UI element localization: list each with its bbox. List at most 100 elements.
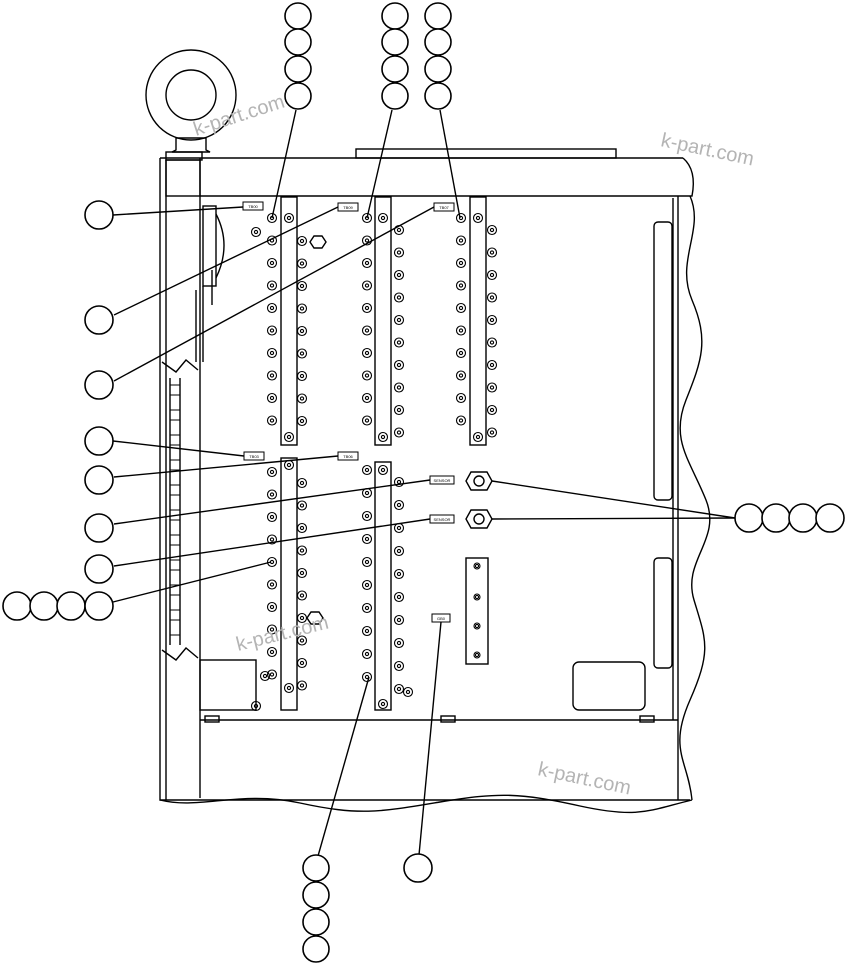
- terminal-screw: [296, 522, 308, 534]
- terminal-screw-core: [299, 593, 305, 598]
- terminal-screw: [393, 637, 405, 649]
- terminal-screw: [361, 533, 373, 545]
- terminal-screw-core: [458, 395, 464, 401]
- terminal-screw-core: [396, 663, 402, 669]
- terminal-screw: [393, 568, 405, 580]
- terminal-screw-core: [474, 594, 480, 600]
- terminal-screw-core: [269, 627, 275, 632]
- terminal-screw-core: [253, 229, 259, 235]
- terminal-screw: [361, 648, 373, 660]
- terminal-screw-core: [380, 467, 386, 473]
- terminal-screw: [486, 337, 498, 348]
- tag-label: TB06: [343, 454, 353, 459]
- terminal-screw: [283, 459, 295, 471]
- terminal-screw: [361, 415, 373, 426]
- terminal-screw: [296, 500, 308, 511]
- terminal-screw-core: [396, 640, 402, 646]
- tag-label: TB09: [343, 205, 353, 210]
- callout-balloon: [284, 28, 312, 56]
- callout-balloon: [302, 881, 330, 909]
- terminal-screw: [361, 347, 373, 359]
- callout-balloon: [815, 503, 845, 533]
- terminal-screw-core: [299, 525, 305, 531]
- terminal-screw-core: [489, 317, 495, 323]
- terminal-screw-core: [299, 373, 305, 379]
- terminal-screw: [266, 415, 278, 426]
- terminal-screw: [393, 545, 405, 557]
- terminal-screw-core: [364, 651, 370, 657]
- terminal-screw: [266, 624, 278, 635]
- watermark: k-part.com: [234, 612, 331, 656]
- terminal-screw-core: [396, 340, 402, 345]
- callout-balloon: [56, 591, 86, 621]
- callout-balloon: [734, 503, 764, 533]
- terminal-screw: [283, 431, 295, 443]
- terminal-screw: [250, 700, 262, 712]
- terminal-screw-core: [269, 373, 275, 378]
- terminal-screw: [393, 337, 405, 348]
- cabinet-outline: [159, 148, 695, 801]
- terminal-screw: [402, 686, 414, 698]
- callout-balloon: [2, 591, 32, 621]
- terminal-screw: [377, 698, 389, 710]
- terminal-screw-core: [380, 215, 386, 221]
- terminal-screw-core: [269, 395, 275, 401]
- callout-balloon: [284, 55, 312, 83]
- terminal-screw: [361, 625, 373, 637]
- terminal-screw: [266, 347, 278, 359]
- terminal-strip-3: [374, 196, 392, 446]
- terminal-screw-core: [396, 617, 402, 623]
- terminal-screw: [473, 622, 481, 630]
- terminal-screw-core: [396, 430, 402, 435]
- terminal-screw: [296, 280, 308, 292]
- callout-balloon: [84, 426, 114, 456]
- tag-label: SENSOR: [434, 517, 451, 522]
- terminal-screw-core: [489, 430, 495, 435]
- terminal-screw: [473, 562, 481, 570]
- tag-label: TB03: [249, 454, 259, 459]
- hex-nut: [309, 235, 327, 249]
- callout-balloon: [403, 853, 433, 883]
- terminal-screw: [393, 382, 405, 393]
- terminal-screw: [393, 522, 405, 534]
- terminal-screw: [266, 280, 278, 291]
- terminal-screw-core: [299, 418, 305, 424]
- terminal-screw-core: [364, 628, 370, 634]
- terminal-screw-core: [364, 418, 370, 423]
- terminal-screw: [472, 212, 484, 224]
- callout-balloon: [302, 935, 330, 963]
- callout-balloon: [84, 370, 114, 400]
- terminal-screw: [259, 670, 271, 682]
- side-terminal-ladder: [169, 378, 181, 645]
- terminal-screw: [473, 593, 481, 601]
- terminal-screw-core: [269, 492, 275, 497]
- sensor-connector-lower: [465, 509, 493, 529]
- terminal-screw: [455, 370, 467, 381]
- terminal-screw: [455, 392, 467, 404]
- terminal-screw: [266, 302, 278, 314]
- tag-label: SENSOR: [434, 478, 451, 483]
- terminal-screw-core: [458, 418, 464, 423]
- terminal-screw: [266, 646, 278, 658]
- terminal-screw: [283, 682, 295, 694]
- callout-balloon: [788, 503, 818, 533]
- terminal-screw-core: [489, 227, 495, 233]
- terminal-screw: [486, 382, 498, 393]
- callout-balloon: [424, 2, 452, 30]
- terminal-screw: [296, 370, 308, 382]
- terminal-screw-core: [475, 434, 481, 440]
- terminal-screw-core: [458, 328, 464, 333]
- callout-balloon: [84, 465, 114, 495]
- terminal-screw-core: [364, 582, 370, 588]
- terminal-screw-core: [474, 563, 480, 569]
- terminal-screw-core: [489, 272, 495, 278]
- terminal-screw: [361, 510, 373, 522]
- terminal-screw-core: [396, 548, 402, 554]
- terminal-screw-core: [269, 328, 275, 333]
- terminal-screw-core: [299, 261, 305, 266]
- terminal-screw-core: [299, 570, 305, 576]
- terminal-screw: [296, 545, 308, 556]
- terminal-screw: [377, 464, 389, 476]
- terminal-screw-core: [299, 351, 305, 356]
- terminal-screw-core: [396, 272, 402, 278]
